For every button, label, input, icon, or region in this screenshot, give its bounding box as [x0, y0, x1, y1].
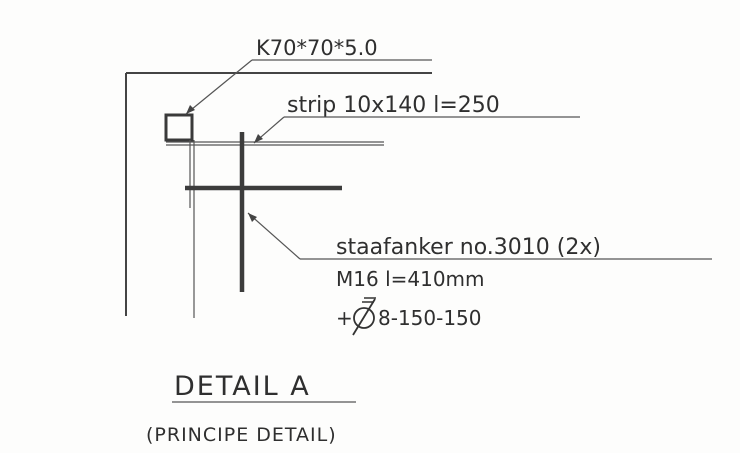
label-strip: strip 10x140 l=250	[287, 93, 500, 118]
leader-anchor	[247, 212, 712, 260]
leader-arrowhead	[254, 134, 263, 143]
strip-plate	[189, 140, 195, 318]
diameter-icon	[352, 297, 376, 336]
label-angle-profile: K70*70*5.0	[256, 36, 378, 60]
leader-arrowhead	[186, 105, 195, 114]
anchor-bars	[185, 132, 342, 292]
leader-arrowhead	[248, 213, 257, 222]
label-anchor-line1: staafanker no.3010 (2x)	[336, 235, 601, 260]
label-anchor-line2: M16 l=410mm	[336, 267, 485, 291]
detail-subtitle: (PRINCIPE DETAIL)	[146, 424, 337, 446]
label-anchor-line3-prefix: +	[336, 306, 353, 330]
label-anchor-line3-value: 8-150-150	[378, 306, 482, 330]
leader-line	[247, 212, 301, 260]
angle-profile	[164, 113, 384, 146]
leader-angle-profile	[185, 59, 432, 115]
angle-profile-box	[164, 113, 194, 142]
wall-outline	[125, 72, 432, 316]
leader-strip	[253, 116, 580, 144]
leader-line	[185, 59, 253, 115]
detail-title: DETAIL A	[174, 371, 311, 402]
